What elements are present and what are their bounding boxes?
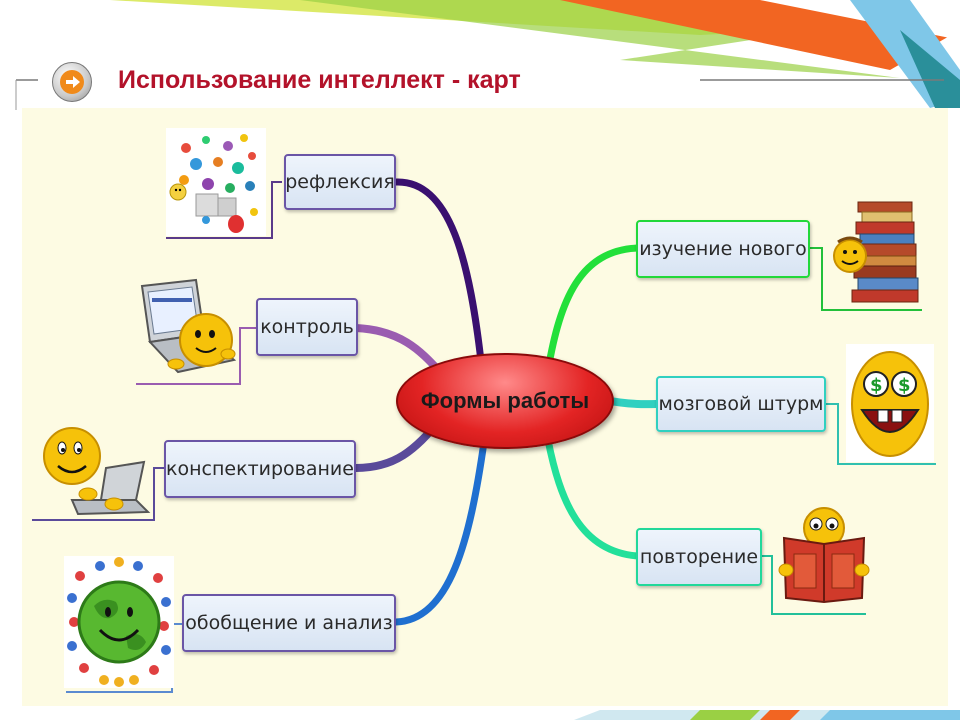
node-control: контроль	[256, 298, 358, 356]
svg-text:$: $	[870, 375, 883, 396]
reading-smiley-icon	[778, 507, 870, 604]
laptop-smiley-icon	[140, 278, 237, 374]
footer-decoration	[574, 710, 960, 720]
node-brainstorm: мозговой штурм	[656, 376, 826, 432]
node-notes: конспектирование	[164, 440, 356, 498]
typing-smiley-icon	[43, 427, 151, 516]
node-review: повторение	[636, 528, 762, 586]
globe-children-icon	[64, 556, 174, 688]
node-reflection: рефлексия	[284, 154, 396, 210]
arrow-right-circle-icon	[52, 62, 92, 102]
center-label: Формы работы	[420, 388, 590, 413]
center-node: Формы работы	[396, 353, 614, 449]
connector-control	[352, 324, 444, 376]
page-title: Использование интеллект - карт	[118, 66, 521, 94]
node-learning-new: изучение нового	[636, 220, 810, 278]
connector-review	[544, 436, 642, 560]
dollar-eyes-smiley-icon: $ $	[846, 344, 934, 462]
svg-text:$: $	[898, 375, 911, 396]
header-decoration	[15, 0, 960, 110]
books-smiley-icon	[833, 201, 919, 303]
connector-new	[544, 244, 642, 374]
connector-analysis	[392, 438, 488, 626]
connector-reflection	[392, 178, 486, 374]
color-balls-smiley-icon	[166, 128, 266, 236]
node-analysis: обобщение и анализ	[182, 594, 396, 652]
